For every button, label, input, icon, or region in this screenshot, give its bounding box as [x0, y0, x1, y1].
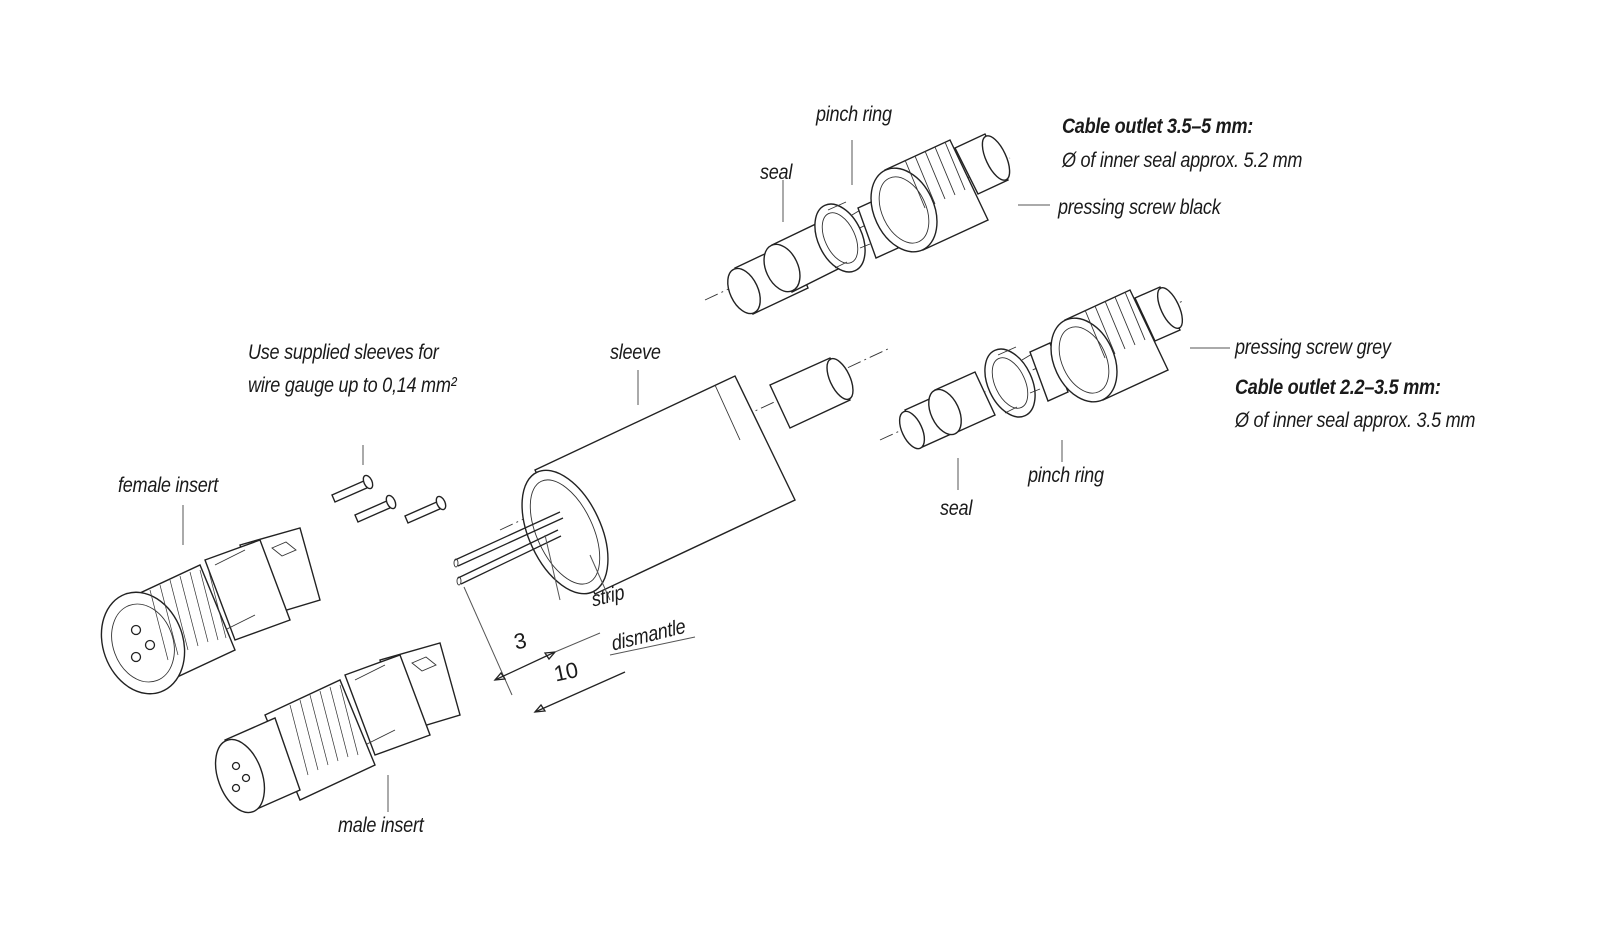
sleeve-label: sleeve [610, 341, 661, 364]
outlet-large-title: Cable outlet 3.5–5 mm: [1062, 115, 1254, 138]
sleeve-and-cable [453, 347, 891, 595]
bottom-seal [898, 371, 996, 450]
leader-lines [182, 140, 1230, 812]
bottom-outlet-assembly [879, 286, 1186, 450]
sleeve-note-line1: Use supplied sleeves for [248, 341, 439, 364]
outlet-large-description: Ø of inner seal approx. 5.2 mm [1062, 149, 1303, 172]
top-pinch-ring [814, 197, 899, 273]
bottom-pinch-ring [984, 342, 1069, 418]
ferrules [331, 474, 447, 524]
pressing-screw-black [870, 133, 1011, 253]
outlet-small-description: Ø of inner seal approx. 3.5 mm [1235, 409, 1476, 432]
sleeve-note-line2: wire gauge up to 0,14 mm² [248, 374, 457, 397]
female-insert [100, 527, 321, 695]
pinch-ring-bottom-label: pinch ring [1028, 464, 1104, 487]
dimension-lines [463, 534, 696, 713]
pressing-screw-grey [1050, 286, 1184, 403]
dimension-dismantle-value: 10 [551, 657, 581, 687]
top-seal [727, 221, 841, 315]
female-insert-label: female insert [118, 474, 219, 497]
outlet-small-title: Cable outlet 2.2–3.5 mm: [1235, 376, 1441, 399]
pinch-ring-top-label: pinch ring [816, 103, 892, 126]
top-outlet-assembly [704, 133, 1011, 315]
pressing-screw-grey-label: pressing screw grey [1235, 336, 1391, 359]
seal-top-label: seal [760, 161, 793, 184]
seal-bottom-label: seal [940, 497, 973, 520]
male-insert-label: male insert [338, 814, 424, 837]
male-insert [214, 642, 461, 814]
pressing-screw-black-label: pressing screw black [1058, 196, 1221, 219]
